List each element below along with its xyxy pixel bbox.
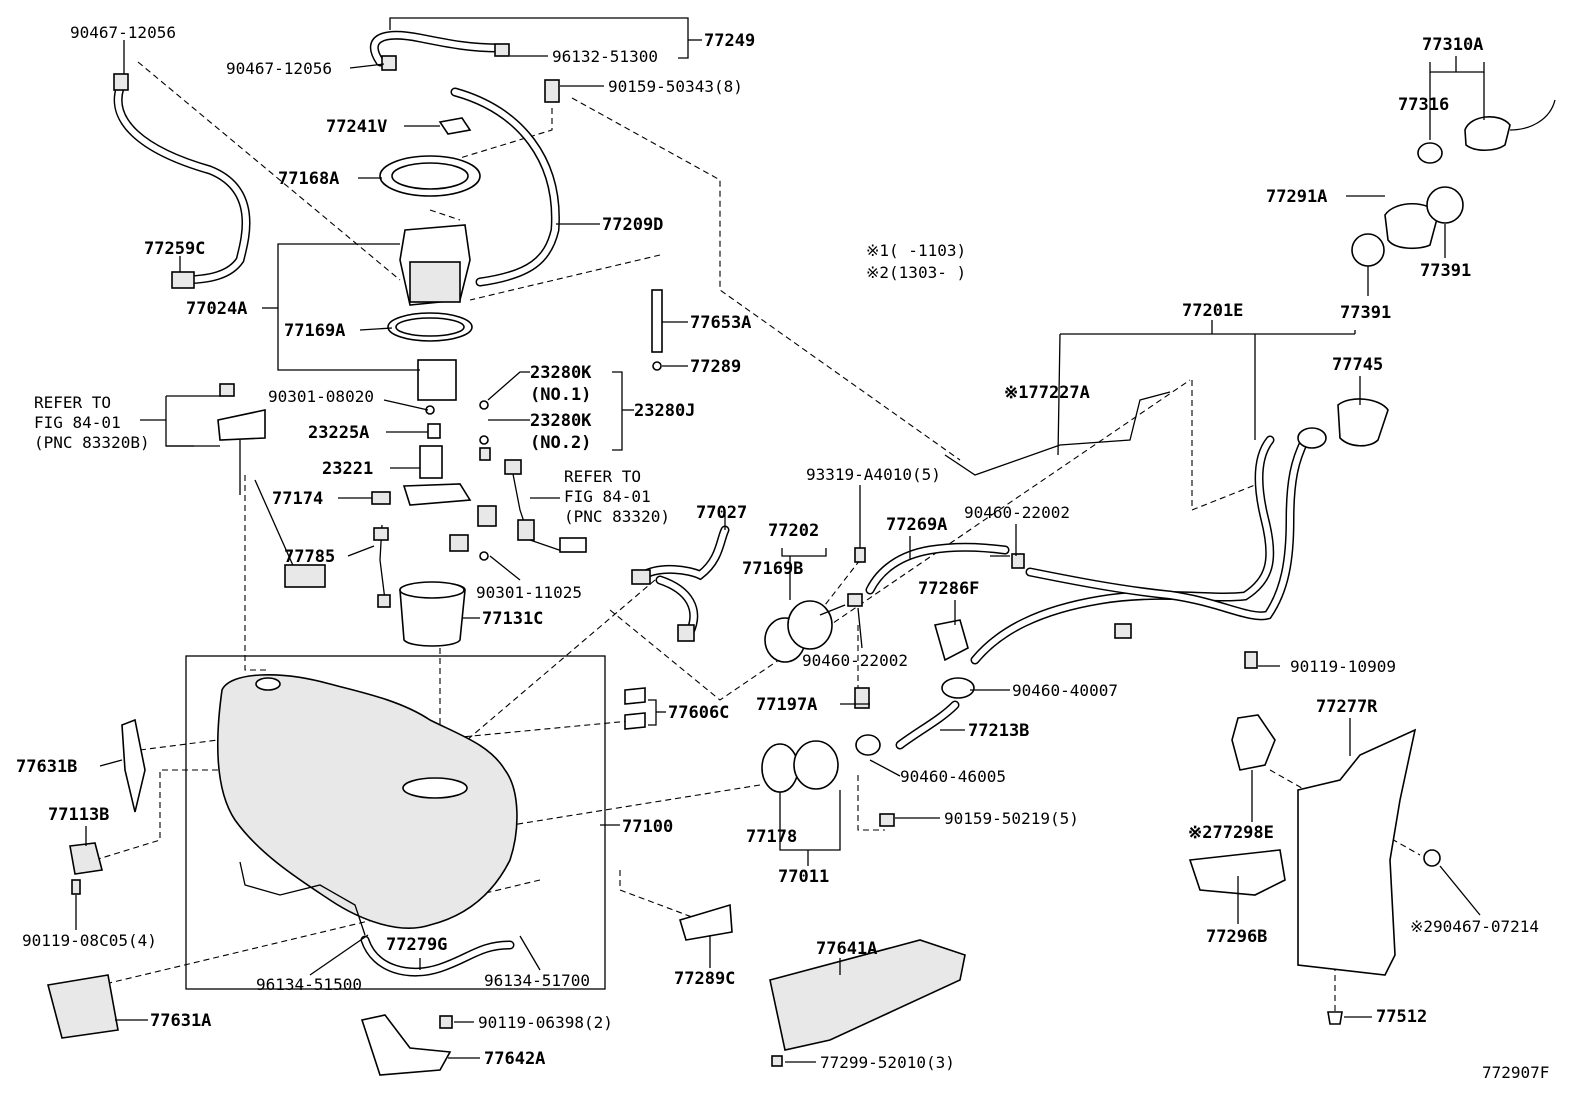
- label-23280J: 23280J: [634, 401, 695, 421]
- label-77298E: ※277298E: [1188, 823, 1274, 843]
- label-77286F: 77286F: [918, 579, 979, 599]
- label-no1: (NO.1): [530, 385, 591, 405]
- label-77391-a: 77391: [1420, 261, 1471, 281]
- label-77131C: 77131C: [482, 609, 543, 629]
- label-refer1-a: REFER TO: [34, 393, 111, 412]
- label-77202: 77202: [768, 521, 819, 541]
- label-96134-51700: 96134-51700: [484, 971, 590, 990]
- label-77745: 77745: [1332, 355, 1383, 375]
- label-96132-51300: 96132-51300: [552, 47, 658, 66]
- label-90467-07214: ※290467-07214: [1410, 917, 1539, 936]
- label-77512: 77512: [1376, 1007, 1427, 1027]
- label-90159-50343: 90159-50343(8): [608, 77, 743, 96]
- label-77316: 77316: [1398, 95, 1449, 115]
- label-77100: 77100: [622, 817, 673, 837]
- label-90460-22002-b: 90460-22002: [802, 651, 908, 670]
- label-77227A: ※177227A: [1004, 383, 1090, 403]
- label-77642A: 77642A: [484, 1049, 545, 1069]
- parts-drawings: [47, 30, 1556, 1076]
- label-93319-a4010: 93319-A4010(5): [806, 465, 941, 484]
- label-77391-b: 77391: [1340, 303, 1391, 323]
- label-23280K-1: 23280K: [530, 363, 592, 383]
- label-77785: 77785: [284, 547, 335, 567]
- label-77259C: 77259C: [144, 239, 205, 259]
- note-1: ※1( -1103): [866, 241, 966, 260]
- label-77169A: 77169A: [284, 321, 345, 341]
- label-refer2-a: REFER TO: [564, 467, 641, 486]
- label-90467-12056-a: 90467-12056: [70, 23, 176, 42]
- label-77653A: 77653A: [690, 313, 751, 333]
- label-77197A: 77197A: [756, 695, 817, 715]
- label-77024A: 77024A: [186, 299, 247, 319]
- tank-group-frame: [185, 655, 606, 990]
- leader-lines: [75, 17, 1485, 1063]
- label-77249: 77249: [704, 31, 755, 51]
- label-77168A: 77168A: [278, 169, 339, 189]
- label-77631B: 77631B: [16, 757, 77, 777]
- part-labels: 90467-12056 77249 96132-51300 90467-1205…: [16, 23, 1549, 1082]
- label-refer2-c: (PNC 83320): [564, 507, 670, 526]
- label-77241V: 77241V: [326, 117, 387, 137]
- label-90119-08c05: 90119-08C05(4): [22, 931, 157, 950]
- label-77289: 77289: [690, 357, 741, 377]
- label-77289C: 77289C: [674, 969, 735, 989]
- label-23225A: 23225A: [308, 423, 369, 443]
- label-77174: 77174: [272, 489, 323, 509]
- note-2: ※2(1303- ): [866, 263, 966, 282]
- label-23221: 23221: [322, 459, 373, 479]
- label-refer1-b: FIG 84-01: [34, 413, 121, 432]
- label-90119-10909: 90119-10909: [1290, 657, 1396, 676]
- label-90301-11025: 90301-11025: [476, 583, 582, 602]
- label-96134-51500: 96134-51500: [256, 975, 362, 994]
- label-77606C: 77606C: [668, 703, 729, 723]
- label-90460-46005: 90460-46005: [900, 767, 1006, 786]
- label-77641A: 77641A: [816, 939, 877, 959]
- label-77209D: 77209D: [602, 215, 663, 235]
- label-23280K-2: 23280K: [530, 411, 592, 431]
- label-77169B: 77169B: [742, 559, 803, 579]
- label-77178: 77178: [746, 827, 797, 847]
- label-77277R: 77277R: [1316, 697, 1378, 717]
- label-77113B: 77113B: [48, 805, 109, 825]
- label-90467-12056-b: 90467-12056: [226, 59, 332, 78]
- label-77299-52010: 77299-52010(3): [820, 1053, 955, 1072]
- label-no2: (NO.2): [530, 433, 591, 453]
- label-77011: 77011: [778, 867, 829, 887]
- label-90301-08020: 90301-08020: [268, 387, 374, 406]
- label-77269A: 77269A: [886, 515, 947, 535]
- label-90460-40007: 90460-40007: [1012, 681, 1118, 700]
- label-90119-06398: 90119-06398(2): [478, 1013, 613, 1032]
- label-77027: 77027: [696, 503, 747, 523]
- label-77279G: 77279G: [386, 935, 447, 955]
- label-77291A: 77291A: [1266, 187, 1327, 207]
- label-77201E: 77201E: [1182, 301, 1243, 321]
- figure-id: 772907F: [1482, 1063, 1549, 1082]
- label-refer1-c: (PNC 83320B): [34, 433, 150, 452]
- label-77631A: 77631A: [150, 1011, 211, 1031]
- label-77296B: 77296B: [1206, 927, 1267, 947]
- label-90460-22002-a: 90460-22002: [964, 503, 1070, 522]
- label-77310A: 77310A: [1422, 35, 1483, 55]
- label-90159-50219: 90159-50219(5): [944, 809, 1079, 828]
- label-77213B: 77213B: [968, 721, 1029, 741]
- label-refer2-b: FIG 84-01: [564, 487, 651, 506]
